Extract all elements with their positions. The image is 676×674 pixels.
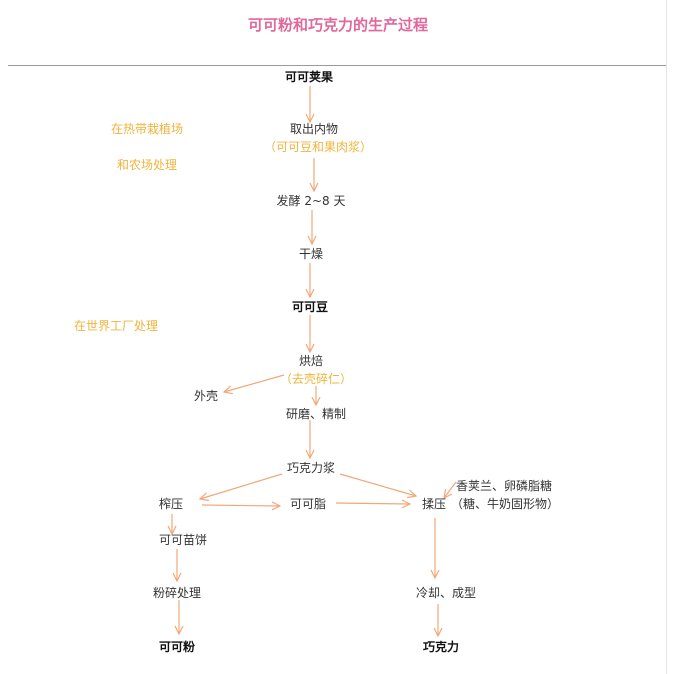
node-pulverize: 粉碎处理 xyxy=(152,586,202,600)
node-cocoa-powder: 可可粉 xyxy=(158,640,196,654)
node-liquor: 巧克力浆 xyxy=(286,461,336,475)
node-extract: 取出内物 xyxy=(289,122,339,136)
side-note-factory: 在世界工厂处理 xyxy=(74,319,159,333)
node-cool: 冷却、成型 xyxy=(415,586,477,600)
node-cocoa-pod: 可可荚果 xyxy=(284,70,334,84)
node-additives: 香荚兰、卵磷脂糖 xyxy=(455,479,553,493)
node-cocoa-cake: 可可苗饼 xyxy=(158,533,208,547)
right-border xyxy=(666,0,667,674)
arrow-liquor-to-knead xyxy=(339,473,416,496)
node-grind: 研磨、精制 xyxy=(285,407,347,421)
page-title: 可可粉和巧克力的生产过程 xyxy=(247,16,428,34)
node-extract-note: （可可豆和果肉浆） xyxy=(263,140,373,154)
arrow-press-to-butter xyxy=(201,505,280,506)
node-cocoa-bean: 可可豆 xyxy=(291,300,329,314)
node-shell: 外壳 xyxy=(193,389,219,403)
node-roast-note: （去壳碎仁） xyxy=(279,372,353,386)
node-roast: 烘焙 xyxy=(298,354,324,368)
node-chocolate: 巧克力 xyxy=(422,640,460,654)
arrow-roast-to-shell xyxy=(224,374,285,392)
node-dry: 干燥 xyxy=(298,247,324,261)
node-press: 榨压 xyxy=(158,497,184,511)
title-divider xyxy=(8,65,666,66)
arrow-additives-to-knead xyxy=(444,481,457,498)
node-ferment: 发酵 2~8 天 xyxy=(276,194,346,208)
arrow-butter-to-knead xyxy=(335,503,410,504)
arrow-liquor-to-press xyxy=(200,473,283,499)
side-note-farm: 和农场处理 xyxy=(117,158,178,172)
node-butter: 可可脂 xyxy=(289,497,327,511)
node-knead: 揉压 xyxy=(421,497,447,511)
node-additives-note: （糖、牛奶固形物） xyxy=(450,497,560,511)
side-note-tropical: 在热带栽植场 xyxy=(111,122,184,136)
